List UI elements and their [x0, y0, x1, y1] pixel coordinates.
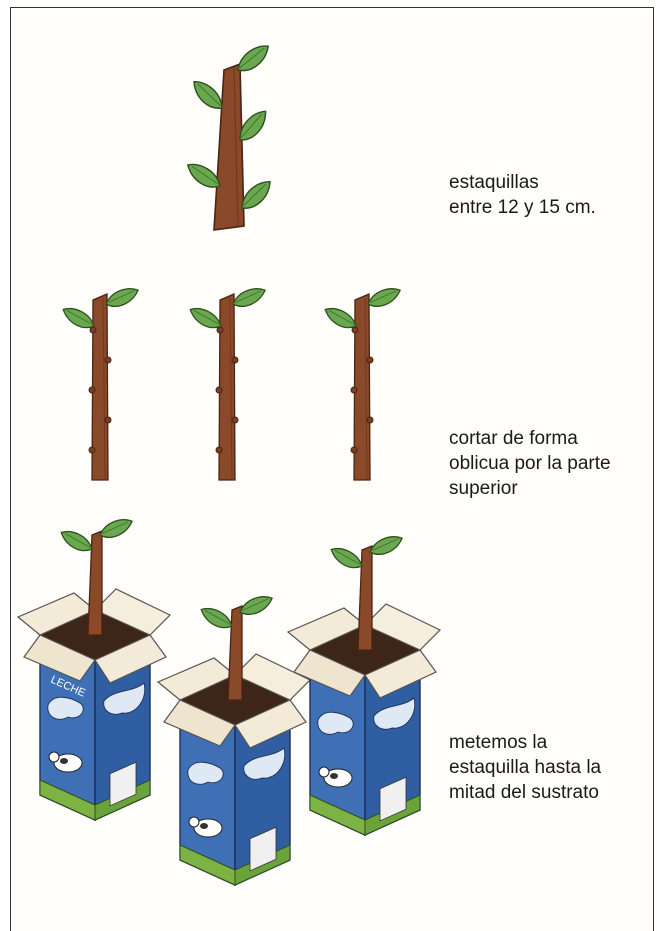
- cutting-3: [322, 287, 402, 480]
- cutting-1: [60, 287, 140, 480]
- caption-cuttings-length: estaquillas entre 12 y 15 cm.: [449, 172, 596, 218]
- cutting-with-leaves: [182, 42, 278, 231]
- caption-insert-cutting: metemos la estaquilla hasta la mitad del…: [449, 732, 602, 803]
- cutting-2: [187, 287, 267, 480]
- caption-oblique-cut: cortar de forma oblicua por la parte sup…: [449, 428, 611, 499]
- milk-carton-1: [17, 517, 171, 821]
- milk-carton-2: [157, 594, 311, 886]
- milk-carton-3: [287, 534, 441, 836]
